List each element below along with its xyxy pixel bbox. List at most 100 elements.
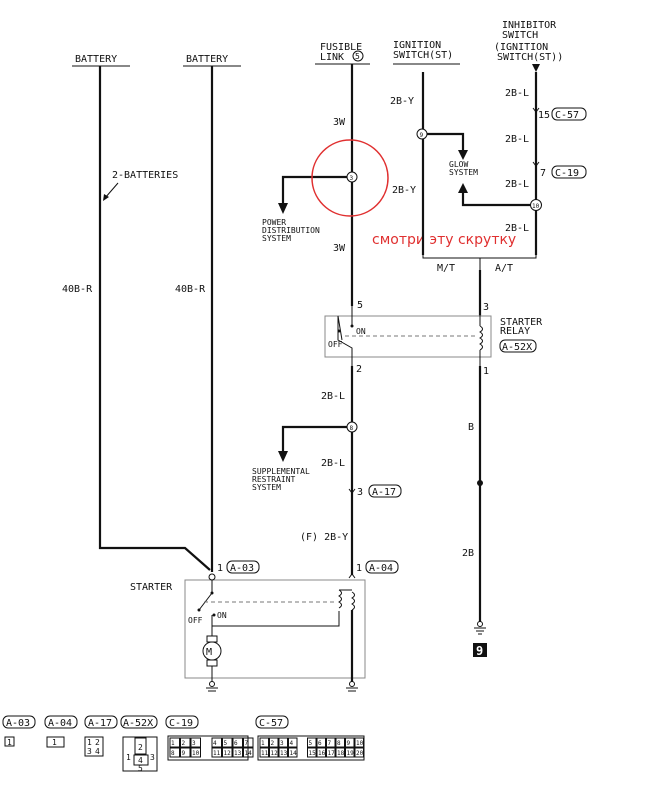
srs-label: SUPPLEMENTAL xyxy=(252,467,310,476)
connector-pin-cell xyxy=(354,737,364,748)
pin: 3 xyxy=(87,747,92,756)
starter-ground-2 xyxy=(346,681,358,692)
connector-pin: 9 xyxy=(182,750,186,757)
connector-pin: 11 xyxy=(213,750,221,757)
legend-a52x: A-52X 2 1 4 3 5 xyxy=(120,715,158,773)
pin: 3 xyxy=(150,753,155,762)
connector-pin-cell xyxy=(169,737,180,748)
power-label-3: SYSTEM xyxy=(262,234,291,243)
mt-at-bracket xyxy=(422,252,537,270)
fusible-link-label: FUSIBLE xyxy=(320,42,362,53)
splice-3-label: 3 xyxy=(350,175,354,182)
connector-pin-cell xyxy=(169,747,180,758)
pin: 2 xyxy=(95,738,100,747)
connector-pin-cell xyxy=(232,737,243,748)
motor-label: M xyxy=(206,647,212,658)
glow-branch-mt xyxy=(423,132,465,150)
wire-label-40br-2: 40B-R xyxy=(175,284,206,295)
wire-junction xyxy=(477,480,483,486)
connector-pin-cell xyxy=(232,747,243,758)
legend-a03-pin: 1 xyxy=(7,738,12,747)
starter-relay: 5 2 3 1 ON OFF STARTER RELAY A-52X xyxy=(324,300,543,377)
splice-10-label: 10 xyxy=(532,203,540,210)
relay-pin-1: 1 xyxy=(483,366,489,377)
c57-pin: 15 xyxy=(538,110,550,121)
connector-pin-cell xyxy=(190,747,201,758)
battery-1-source: BATTERY xyxy=(72,54,130,67)
inhibitor-switch-label-3: (IGNITION xyxy=(494,42,548,53)
pin: 1 xyxy=(126,753,131,762)
connector-pin-cell xyxy=(278,747,288,758)
wire-label-2bl-5: 2B-L xyxy=(321,391,345,402)
ground-symbol xyxy=(474,621,486,635)
a04-connector-label[interactable]: A-04 xyxy=(369,563,393,574)
connector-pin-cell xyxy=(211,737,222,748)
power-label-1: POWER xyxy=(262,218,286,227)
power-distribution-system-label: POWER DISTRIBUTION SYSTEM xyxy=(262,218,320,243)
connector-pin: 18 xyxy=(337,750,345,757)
ignition-switch-source: IGNITION SWITCH(ST) xyxy=(393,40,460,65)
legend-a04-label: A-04 xyxy=(48,718,72,729)
pin: 1 xyxy=(87,738,92,747)
c57-connector-label[interactable]: C-57 xyxy=(555,110,579,121)
connector-pin: 5 xyxy=(309,740,313,747)
glow-system-label: GLOW xyxy=(449,160,468,169)
inhibitor-switch-label-2: SWITCH xyxy=(502,30,538,41)
wire-label-2by-2: 2B-Y xyxy=(392,185,416,196)
connector-pin-cell xyxy=(222,747,233,758)
a17-connector-label[interactable]: A-17 xyxy=(372,487,396,498)
wire-label-2bl: 2B-L xyxy=(505,88,529,99)
connector-pin-cell xyxy=(180,747,191,758)
relay-pin-2: 2 xyxy=(356,364,362,375)
two-batteries-label: 2-BATTERIES xyxy=(112,170,178,181)
connector-pin-cell xyxy=(307,747,317,758)
glow-system-label-2: SYSTEM xyxy=(449,168,478,177)
power-label-2: DISTRIBUTION xyxy=(262,226,320,235)
connector-pin: 17 xyxy=(328,750,336,757)
splice-8 xyxy=(346,421,358,433)
starter-title: STARTER xyxy=(130,582,173,593)
connector-pin: 9 xyxy=(347,740,351,747)
at-label: A/T xyxy=(495,263,513,274)
c19-connector-label[interactable]: C-19 xyxy=(555,168,579,179)
connector-pin: 8 xyxy=(337,740,341,747)
legend-a04-pin: 1 xyxy=(52,738,57,747)
fusible-link-label-2: LINK xyxy=(320,52,344,63)
connector-pin-cell xyxy=(190,737,201,748)
pin: 5 xyxy=(138,764,143,773)
connector-pin-cell xyxy=(326,747,336,758)
connector-pin-cell xyxy=(326,737,336,748)
battery-2-source: BATTERY xyxy=(183,54,241,67)
wire-label-3w: 3W xyxy=(333,117,346,128)
legend-a03: A-03 1 xyxy=(2,715,36,747)
connector-pin: 3 xyxy=(280,740,284,747)
connector-pin: 6 xyxy=(318,740,322,747)
connector-pin: 7 xyxy=(328,740,332,747)
connector-pin-cell xyxy=(278,737,288,748)
pin: 4 xyxy=(138,756,143,765)
connector-pin-cell xyxy=(307,737,317,748)
connector-pin-cell xyxy=(354,747,364,758)
relay-pin-3: 3 xyxy=(483,302,489,313)
connector-pin-cell xyxy=(269,737,279,748)
legend-c57-label: C-57 xyxy=(259,718,283,729)
ground-ref-badge xyxy=(473,643,487,657)
connector-pin: 12 xyxy=(224,750,232,757)
wire-label-2bl-6: 2B-L xyxy=(321,458,345,469)
pin: 2 xyxy=(138,743,143,752)
a52x-connector-label[interactable]: A-52X xyxy=(502,342,532,353)
a03-connector-label[interactable]: A-03 xyxy=(230,563,254,574)
starter-on-label: ON xyxy=(217,611,227,620)
srs-branch xyxy=(281,425,352,452)
connector-pin-cell xyxy=(259,737,269,748)
wire-label-2b: 2B xyxy=(462,548,474,559)
splice-9-label: 9 xyxy=(420,132,424,139)
a17-pin: 3 xyxy=(357,487,363,498)
mt-label: M/T xyxy=(437,263,455,274)
connector-pin: 14 xyxy=(245,750,253,757)
inhibitor-switch-label: INHIBITOR xyxy=(502,20,557,31)
wire-label-2bl-3: 2B-L xyxy=(505,179,529,190)
splice-9 xyxy=(416,128,428,140)
